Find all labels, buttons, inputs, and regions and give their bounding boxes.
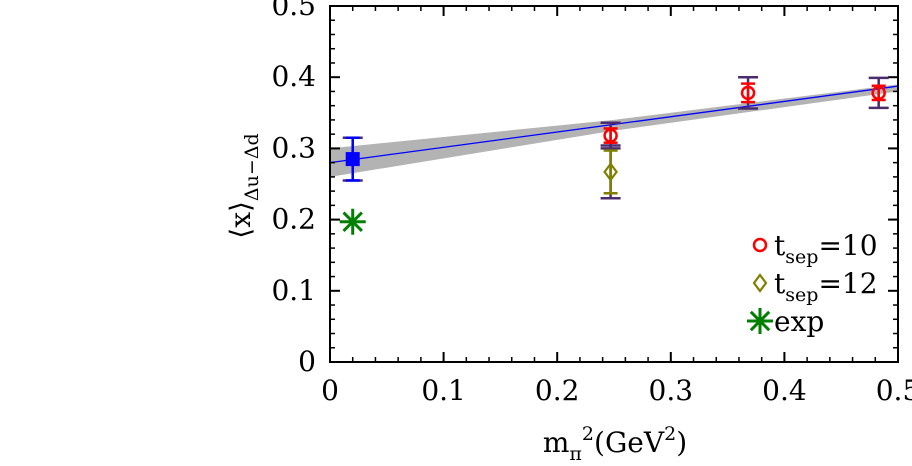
legend-label: tsep=12 — [774, 267, 878, 306]
y-tick-label: 0.2 — [271, 203, 316, 236]
legend-marker-circle — [752, 237, 768, 253]
data-point-circle — [603, 128, 618, 143]
legend-marker-diamond — [752, 273, 768, 293]
x-axis-label: mπ2(GeV2) — [543, 423, 687, 465]
legend-marker-asterisk — [747, 308, 773, 334]
points-layer — [339, 75, 889, 235]
fit-line-layer — [329, 85, 899, 164]
data-point-asterisk-stroke — [342, 211, 363, 232]
fit-line — [329, 85, 899, 164]
y-tick-label: 0.1 — [271, 274, 316, 307]
x-tick-label: 0.3 — [649, 374, 694, 407]
y-tick-label: 0.3 — [271, 131, 316, 164]
x-tick-label: 0.4 — [762, 374, 807, 407]
x-tick-label: 0.5 — [876, 374, 912, 407]
x-tick-label: 0.2 — [535, 374, 580, 407]
y-tick-label: 0.4 — [271, 60, 316, 93]
legend-marker-asterisk-stroke — [749, 310, 771, 332]
data-point-diamond — [603, 162, 618, 182]
y-tick-label: 0 — [298, 345, 316, 378]
y-axis-label: ⟨x⟩Δu−Δd — [224, 133, 263, 238]
plot-frame — [329, 5, 899, 363]
data-point-circle — [871, 85, 886, 101]
y-tick-label: 0.5 — [271, 0, 316, 22]
data-point-square — [345, 152, 360, 167]
data-point-asterisk — [339, 208, 366, 235]
data-point-circle — [740, 85, 756, 101]
legend-label: exp — [774, 305, 824, 338]
legend-label: tsep=10 — [774, 229, 878, 268]
x-tick-label: 0.1 — [421, 374, 466, 407]
axes-layer: 0 0.1 0.2 0.3 0.4 0.5 0 0.1 0.2 0.3 0.4 0.5 — [271, 0, 912, 407]
x-tick-label: 0 — [321, 374, 339, 407]
